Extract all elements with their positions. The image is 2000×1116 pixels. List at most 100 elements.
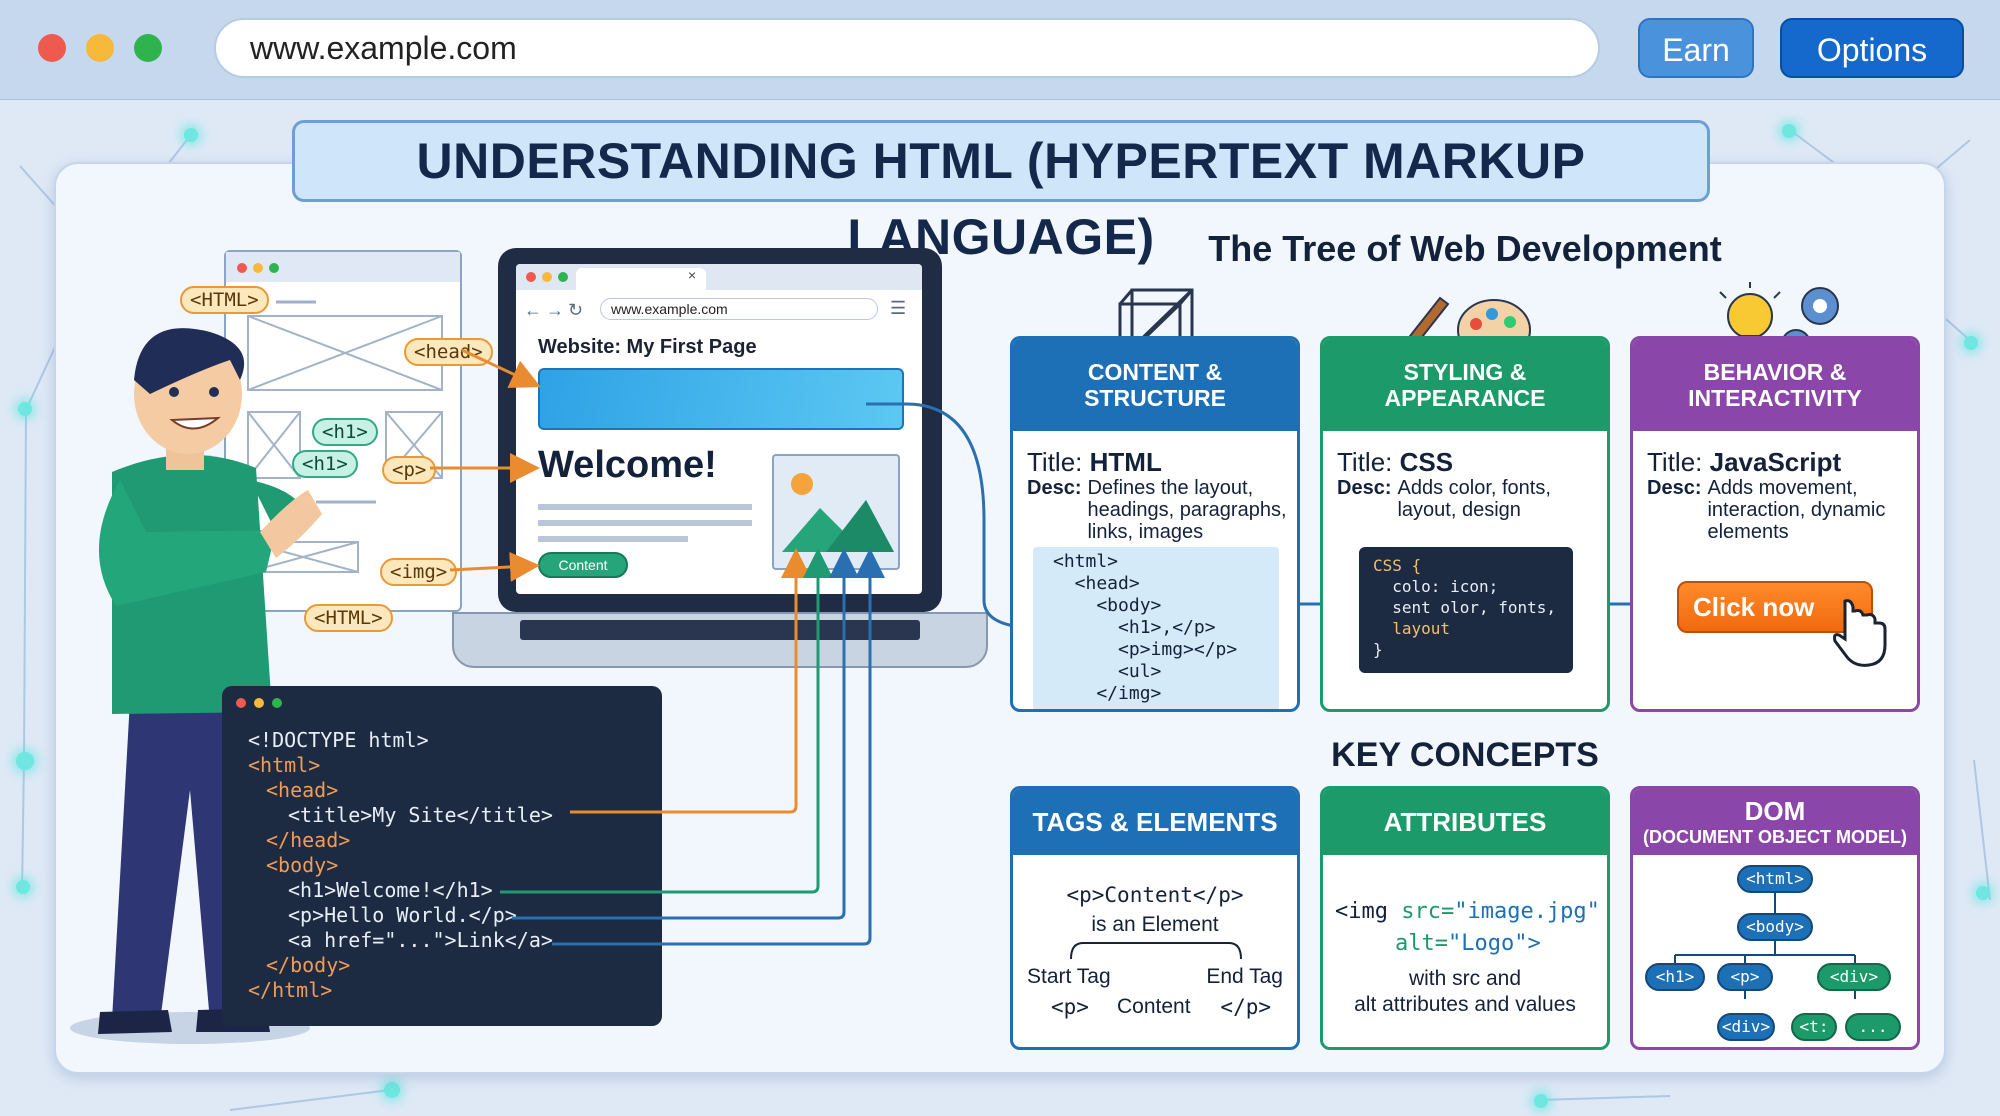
close-window-button[interactable] [38,34,66,62]
code-line-html-open: <html> [248,753,321,777]
dom-node-h1: <h1> [1645,963,1705,991]
desc-text: Adds movement, interaction, dynamic elem… [1707,477,1886,543]
title-value: JavaScript [1709,447,1842,477]
tag-html-bottom: <HTML> [304,604,393,632]
network-node [1534,1094,1548,1108]
network-node [16,752,34,770]
code-line-title: <title>My Site</title> [288,803,553,827]
panel-css: STYLING & APPEARANCE Title: CSS Desc:Add… [1320,336,1610,712]
dom-node-div-2: <div> [1717,1013,1775,1041]
code-line-head-open: <head> [266,778,339,802]
maximize-window-button[interactable] [134,34,162,62]
network-node [1782,124,1796,138]
network-node [18,402,32,416]
attribute-caption-1: with src and [1408,967,1522,990]
key-concepts-title: KEY CONCEPTS [1331,736,1599,774]
options-button[interactable]: Options [1780,18,1964,78]
earn-button[interactable]: Earn [1638,18,1754,78]
panel-attributes: ATTRIBUTES <img src="image.jpg" alt="Log… [1320,786,1610,1050]
tag-img: <img> [380,558,458,586]
panel-html: CONTENT & STRUCTURE Title: HTML Desc:Def… [1010,336,1300,712]
click-now-button[interactable]: Click now [1677,581,1873,633]
code-line: layout [1373,619,1451,638]
attr-tag: <img [1335,899,1388,924]
minimize-window-button[interactable] [86,34,114,62]
code-line-a: <a href="...">Link</a> [288,928,553,952]
address-bar[interactable]: www.example.com [214,18,1600,78]
attr-value: "image.jpg" [1454,899,1600,924]
attr-name: src= [1401,899,1455,924]
dom-node-t: <t: [1791,1013,1837,1041]
network-node [1976,886,1990,900]
element-example: <p>Content</p> [1066,883,1244,907]
attribute-line-2: alt="Logo"> [1395,931,1541,956]
nav-arrows-icon[interactable]: ←→↻ [524,300,588,320]
panel-dom-header: DOM (DOCUMENT OBJECT MODEL) [1633,789,1917,855]
laptop-address-bar[interactable]: www.example.com [600,298,878,320]
code-line: <ul> [1053,661,1162,682]
attr-name: alt= [1395,931,1448,956]
laptop-tab-bar: × [516,264,922,290]
dom-header: DOM [1744,796,1806,826]
code-line: sent olor, fonts, [1373,598,1557,617]
tab-close-icon[interactable]: × [688,267,697,283]
panel-attributes-header: ATTRIBUTES [1323,789,1607,855]
developer-illustration [70,328,322,1044]
code-line: } [1373,640,1383,659]
code-line: colo: icon; [1373,577,1499,596]
browser-toolbar: www.example.com Earn Options [0,0,2000,100]
title-label: Title: [1337,447,1393,477]
panel-html-header: CONTENT & STRUCTURE [1013,339,1297,431]
dom-subheader: (DOCUMENT OBJECT MODEL) [1643,827,1907,847]
panel-dom: DOM (DOCUMENT OBJECT MODEL) <html> <body… [1630,786,1920,1050]
tag-head: <head> [404,338,493,366]
code-line-body-close: </body> [266,953,351,977]
desc-label: Desc: [1337,477,1392,499]
attribute-line-1: <img src="image.jpg" [1335,899,1600,924]
network-node [16,880,30,894]
code-line: <h1>,</p> [1053,617,1216,638]
title-value: CSS [1399,447,1454,477]
network-node [1964,336,1978,350]
text-line [538,536,688,542]
html-code-sample: <html> <head> <body> <h1>,</p> <p>img></… [1033,547,1279,709]
panel-css-title: Title: CSS [1337,447,1453,478]
end-tag-label: End Tag [1206,965,1283,988]
pointer-hand-icon [1833,599,1887,667]
welcome-heading: Welcome! [538,444,717,486]
panel-html-title: Title: HTML [1027,447,1162,478]
laptop-page-title: Website: My First Page [538,336,757,358]
desc-label: Desc: [1027,477,1082,499]
hero-banner [538,368,904,430]
code-line: <head> [1053,573,1140,594]
network-node [384,1082,400,1098]
css-code-sample: CSS { colo: icon; sent olor, fonts, layo… [1359,547,1573,673]
panel-css-desc: Desc:Adds color, fonts, layout, design [1337,477,1567,521]
desc-text: Defines the layout, headings, paragraphs… [1087,477,1287,543]
tag-h1-b: <h1> [292,450,358,478]
network-node [184,128,198,142]
panel-css-header: STYLING & APPEARANCE [1323,339,1607,431]
desc-label: Desc: [1647,477,1702,499]
bracket-icon [1070,942,1242,960]
text-line [538,504,752,510]
code-line: CSS { [1373,556,1422,575]
panel-js-header: BEHAVIOR & INTERACTIVITY [1633,339,1917,431]
attribute-caption-2: alt attributes and values [1354,993,1576,1016]
code-line: <p>img></p> [1053,639,1238,660]
code-line: <html> [1053,551,1119,572]
laptop-keyboard [452,612,988,668]
image-placeholder-icon [772,454,900,570]
attr-value: "Logo"> [1447,931,1541,956]
panel-js-title: Title: JavaScript [1647,447,1841,478]
tree-title: The Tree of Web Development [1208,228,1722,269]
panel-html-desc: Desc:Defines the layout, headings, parag… [1027,477,1297,543]
dom-node-div: <div> [1817,963,1891,991]
menu-icon[interactable]: ☰ [890,298,907,318]
end-tag: </p> [1220,995,1271,1019]
title-label: Title: [1647,447,1703,477]
code-line-p: <p>Hello World.</p> [288,903,517,927]
code-line-body-open: <body> [266,853,339,877]
title-value: HTML [1089,447,1162,477]
